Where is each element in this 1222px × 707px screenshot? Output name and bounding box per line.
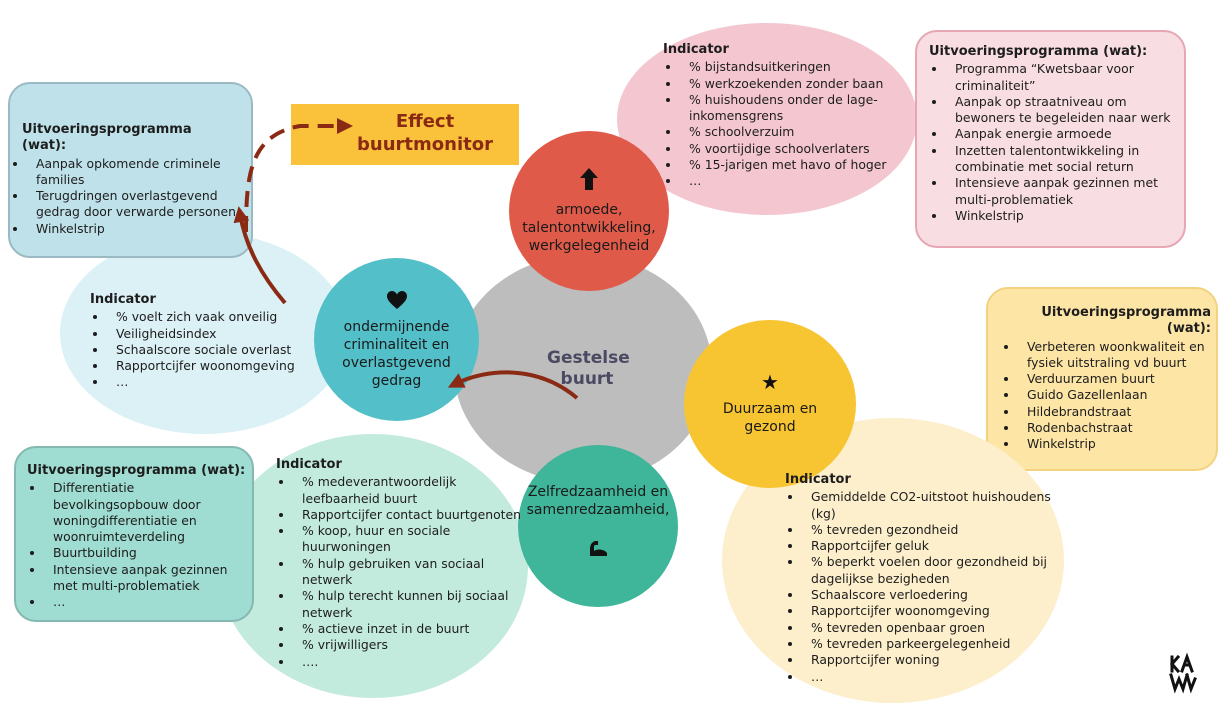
armoede-label: armoede, talentontwikkeling, werkgelegen… — [522, 202, 656, 254]
list-item: Rapportcijfer woonomgeving — [108, 358, 305, 374]
list-item: Guido Gazellenlaan — [1019, 387, 1211, 403]
pink-program-box — [915, 30, 1186, 248]
central-to-criminaliteit-arrow — [447, 370, 579, 400]
pink-program-block: Uitvoeringsprogramma (wat): Programma “K… — [929, 44, 1174, 224]
blue-program-title: Uitvoeringsprogramma (wat): — [22, 122, 192, 154]
list-item: % schoolverzuim — [681, 124, 888, 140]
zelfredzaamheid-circle: Zelfredzaamheid en samenredzaamheid, — [518, 445, 678, 607]
list-item: Terugdringen overlastgevend gedrag door … — [28, 188, 237, 221]
list-item: Rapportcijfer woonomgeving — [803, 603, 1055, 619]
yellow-indicator-title: Indicator — [785, 472, 851, 487]
list-item: % bijstandsuitkeringen — [681, 59, 888, 75]
list-item: % hulp gebruiken van sociaal netwerk — [294, 556, 521, 589]
list-item: Winkelstrip — [1019, 436, 1211, 452]
flexed-arm-icon — [587, 539, 609, 561]
indicator-to-program-arrow — [233, 206, 287, 305]
blue-indicator-block: Indicator % voelt zich vaak onveilig Vei… — [90, 292, 305, 391]
heart-icon — [386, 290, 408, 314]
teal-indicator-block: Indicator % medeverantwoordelijk leefbaa… — [276, 457, 521, 670]
list-item: Intensieve aanpak gezinnen met multi-pro… — [947, 175, 1174, 208]
list-item: % actieve inzet in de buurt — [294, 621, 521, 637]
list-item: % tevreden gezondheid — [803, 522, 1055, 538]
list-item: Rapportcijfer contact buurtgenoten — [294, 507, 521, 523]
list-item: Differentiatie bevolkingsopbouw door won… — [45, 480, 249, 545]
list-item: % voelt zich vaak onveilig — [108, 309, 305, 325]
list-item: Aanpak opkomende criminele families — [28, 156, 237, 189]
list-item: % vrijwilligers — [294, 637, 521, 653]
zelfredzaamheid-label: Zelfredzaamheid en samenredzaamheid, — [526, 484, 670, 518]
list-item: % hulp terecht kunnen bij sociaal netwer… — [294, 588, 521, 621]
pink-indicator-ellipse — [617, 23, 917, 215]
list-item: Verduurzamen buurt — [1019, 371, 1211, 387]
list-item: % huishoudens onder de lage-inkomensgren… — [681, 92, 888, 125]
list-item: Verbeteren woonkwaliteit en fysiek uitst… — [1019, 339, 1211, 372]
list-item: Winkelstrip — [947, 208, 1174, 224]
duurzaam-label: Duurzaam en gezond — [722, 401, 818, 435]
criminaliteit-label: ondermijnende criminaliteit en overlastg… — [342, 318, 451, 389]
list-item: Schaalscore sociale overlast — [108, 342, 305, 358]
list-item: Hildebrandstraat — [1019, 404, 1211, 420]
yellow-program-title: Uitvoeringsprogramma (wat): — [1041, 305, 1211, 337]
yellow-program-box — [986, 287, 1218, 471]
list-item: …. — [294, 654, 521, 670]
list-item: % tevreden openbaar groen — [803, 620, 1055, 636]
list-item: Inzetten talentontwikkeling in combinati… — [947, 143, 1174, 176]
pink-program-title: Uitvoeringsprogramma (wat): — [929, 44, 1148, 59]
list-item: % medeverantwoordelijk leefbaarheid buur… — [294, 474, 521, 507]
duurzaam-circle: ★ Duurzaam en gezond — [684, 320, 856, 488]
central-circle: Gestelse buurt — [454, 255, 712, 483]
list-item: Rapportcijfer woning — [803, 652, 1055, 668]
list-item: % 15-jarigen met havo of hoger — [681, 157, 888, 173]
list-item: … — [681, 173, 888, 189]
teal-program-title: Uitvoeringsprogramma (wat): — [27, 463, 246, 478]
list-item: Rodenbachstraat — [1019, 420, 1211, 436]
effect-box — [291, 104, 519, 165]
list-item: Programma “Kwetsbaar voor criminaliteit” — [947, 61, 1174, 94]
teal-program-block: Uitvoeringsprogramma (wat): Differentiat… — [27, 463, 249, 611]
effect-dashed-arrow — [244, 118, 353, 233]
list-item: Gemiddelde CO2-uitstoot huishoudens (kg) — [803, 489, 1055, 522]
list-item: % koop, huur en sociale huurwoningen — [294, 523, 521, 556]
list-item: … — [45, 594, 249, 610]
list-item: Schaalscore verloedering — [803, 587, 1055, 603]
pink-indicator-block: Indicator % bijstandsuitkeringen % werkz… — [663, 42, 888, 190]
armoede-circle: armoede, talentontwikkeling, werkgelegen… — [509, 131, 669, 291]
list-item: … — [108, 374, 305, 390]
blue-indicator-title: Indicator — [90, 292, 156, 307]
teal-indicator-title: Indicator — [276, 457, 342, 472]
yellow-indicator-block: Indicator Gemiddelde CO2-uitstoot huisho… — [785, 472, 1055, 685]
list-item: % werkzoekenden zonder baan — [681, 76, 888, 92]
teal-program-box — [14, 446, 254, 622]
list-item: % voortijdige schoolverlaters — [681, 141, 888, 157]
list-item: … — [803, 669, 1055, 685]
kaw-logo — [1168, 652, 1198, 694]
blue-program-block: Uitvoeringsprogramma (wat): Aanpak opkom… — [22, 122, 237, 237]
effect-label: Effect buurtmonitor — [357, 111, 493, 155]
criminaliteit-circle: ondermijnende criminaliteit en overlastg… — [314, 258, 479, 421]
list-item: Rapportcijfer geluk — [803, 538, 1055, 554]
blue-indicator-ellipse — [60, 232, 348, 434]
yellow-program-block: Uitvoeringsprogramma (wat): Verbeteren w… — [1001, 305, 1211, 453]
list-item: % tevreden parkeergelegenheid — [803, 636, 1055, 652]
list-item: Buurtbuilding — [45, 545, 249, 561]
list-item: Aanpak energie armoede — [947, 126, 1174, 142]
star-icon: ★ — [761, 370, 779, 394]
list-item: % beperkt voelen door gezondheid bij dag… — [803, 554, 1055, 587]
list-item: Veiligheidsindex — [108, 326, 305, 342]
arrow-up-icon — [579, 167, 599, 195]
pink-indicator-title: Indicator — [663, 42, 729, 57]
list-item: Aanpak op straatniveau om bewoners te be… — [947, 94, 1174, 127]
list-item: Intensieve aanpak gezinnen met multi-pro… — [45, 562, 249, 595]
central-title: Gestelse buurt — [547, 348, 630, 389]
list-item: Winkelstrip — [28, 221, 237, 237]
mint-indicator-ellipse — [218, 434, 528, 698]
